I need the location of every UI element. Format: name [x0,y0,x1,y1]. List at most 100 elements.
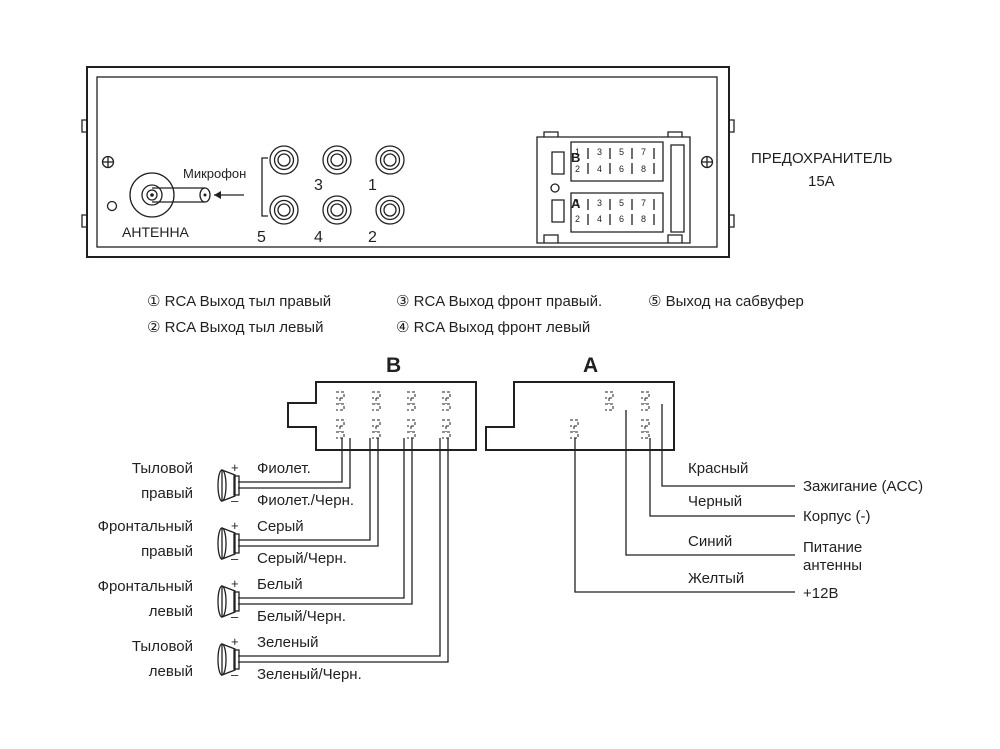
speaker-name: Тыловой [132,460,193,477]
connector-a-wire-colors: Красный Черный Синий Желтый [688,460,748,587]
speaker-name: правый [141,485,193,502]
speaker-name: Фронтальный [98,578,193,595]
fuse-label: ПРЕДОХРАНИТЕЛЬ [751,150,893,167]
rca-jack-icon [322,145,352,175]
connector-b-outline [287,381,477,451]
iso-pin-label: 7 [641,147,646,157]
antenna-socket-icon [129,172,175,218]
iso-pin-label: 1 [575,198,580,208]
connector-a-wires [574,404,795,593]
wire-color-label: Красный [688,460,748,477]
rca-jack-icon [375,195,405,225]
iso-pin-label: 5 [619,147,624,157]
svg-text:–: – [231,609,239,624]
speaker-front-left-icon [217,585,240,618]
rca-number: 2 [368,229,377,246]
speaker-name: левый [149,663,193,680]
rca-number: 4 [314,229,323,246]
wire-function-label: Зажигание (ACC) [803,478,923,495]
screw-icon [700,155,714,169]
iso-pin-label: 6 [619,164,624,174]
iso-pin-label: 5 [619,198,624,208]
screw-icon [101,155,115,169]
iso-a-letter: A [571,196,581,211]
speaker-name: Тыловой [132,638,193,655]
speaker-name: Фронтальный [98,518,193,535]
rca-jack-icon [375,145,405,175]
wire-color-label: Желтый [688,570,744,587]
iso-pin-label: 4 [597,214,602,224]
panel-hole-icon [106,200,118,212]
iso-pin-label: 7 [641,198,646,208]
svg-text:+: + [231,634,239,649]
panel-outer-frame [86,66,730,258]
wire-color-label: Фиолет./Черн. [257,492,354,509]
iso-pin-label: 6 [619,214,624,224]
rca-jack-icon [269,145,299,175]
rca-jack-icon [322,195,352,225]
iso-pin-label: 3 [597,147,602,157]
fuse-rating: 15A [808,173,835,190]
wire-color-label: Белый/Черн. [257,608,346,625]
svg-text:+: + [231,460,239,475]
wire-color-label: Черный [688,493,742,510]
iso-pin-label: 8 [641,214,646,224]
wire-function-label: антенны [803,557,862,574]
connector-a-title: A [583,354,598,377]
rca-group-bracket [261,157,268,217]
svg-text:–: – [231,493,239,508]
wire-color-label: Фиолет. [257,460,311,477]
rca-number: 3 [314,177,323,194]
wire-color-label: Серый [257,518,304,535]
connector-b-wires [238,438,449,663]
polarity-marks: + – + – + – + – [231,460,239,682]
svg-text:–: – [231,551,239,566]
wire-color-label: Зеленый [257,634,318,651]
iso-b-letter: B [571,150,580,165]
rca-number: 5 [257,229,266,246]
iso-pin-label: 2 [575,214,580,224]
iso-pin-label: 1 [575,147,580,157]
wire-color-label: Синий [688,533,732,550]
connector-b-pins [336,391,451,439]
wire-color-label: Зеленый/Черн. [257,666,362,683]
microphone-jack-icon [152,187,211,203]
wire-function-label: Корпус (-) [803,508,871,525]
iso-pin-label: 2 [575,164,580,174]
wire-color-label: Серый/Черн. [257,550,347,567]
svg-text:–: – [231,667,239,682]
wire-function-label: +12В [803,585,838,602]
head-unit-panel: АНТЕННА Микрофон 3 1 5 4 2 [81,66,735,258]
panel-inner-frame [96,76,718,248]
speaker-front-right-icon [217,527,240,560]
iso-connector-block: B A 1 3 5 7 2 4 6 8 1 3 5 7 2 4 6 8 [536,131,691,244]
svg-text:+: + [231,576,239,591]
rca-number: 1 [368,177,377,194]
speaker-wire-labels: Фиолет. Фиолет./Черн. Серый Серый/Черн. … [257,460,362,683]
legend-item: ③ RCA Выход фронт правый. [396,293,602,310]
speaker-name: правый [141,543,193,560]
speaker-name: левый [149,603,193,620]
rca-legend: ① RCA Выход тыл правый ② RCA Выход тыл л… [147,293,804,336]
arrow-left-icon [214,191,244,199]
legend-item: ① RCA Выход тыл правый [147,293,331,310]
rca-jack-icon [269,195,299,225]
iso-pin-label: 8 [641,164,646,174]
antenna-label: АНТЕННА [122,224,190,240]
svg-text:+: + [231,518,239,533]
speaker-rear-left-icon [217,643,240,676]
connector-a-functions: Зажигание (ACC) Корпус (-) Питание антен… [803,478,923,602]
connector-a-pins [570,391,650,439]
speaker-rear-right-icon [217,469,240,502]
legend-item: ⑤ Выход на сабвуфер [648,293,804,310]
connector-b-title: B [386,354,401,377]
iso-pin-label: 3 [597,198,602,208]
microphone-label: Микрофон [183,166,246,181]
wire-color-label: Белый [257,576,303,593]
legend-item: ② RCA Выход тыл левый [147,319,323,336]
speaker-names: Тыловой правый Фронтальный правый Фронта… [98,460,193,680]
iso-pin-label: 4 [597,164,602,174]
legend-item: ④ RCA Выход фронт левый [396,319,590,336]
wire-function-label: Питание [803,539,862,556]
